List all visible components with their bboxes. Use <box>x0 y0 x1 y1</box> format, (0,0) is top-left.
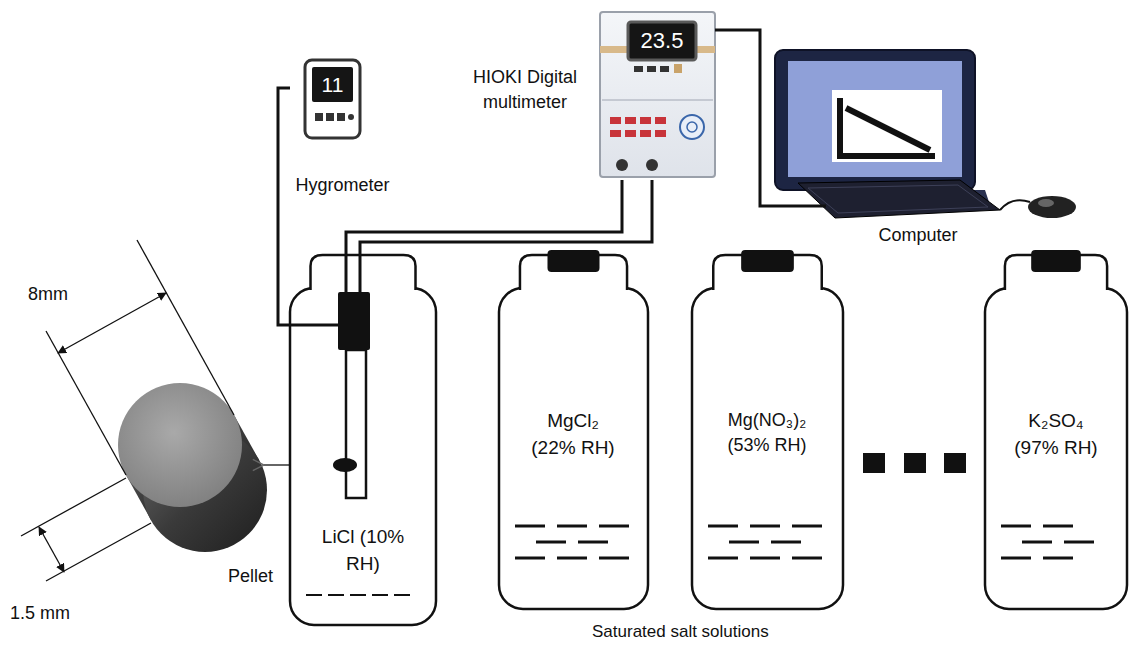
solution-surface <box>599 525 629 528</box>
solution-surface <box>1022 541 1052 544</box>
solution-surface <box>792 525 822 528</box>
solution-surface <box>557 525 587 528</box>
solution-surface <box>1001 525 1031 528</box>
solution-surface <box>394 594 410 596</box>
solution-surface <box>708 557 738 560</box>
probe-tube <box>346 350 366 498</box>
dimension-label: 1.5 mm <box>10 603 70 625</box>
solution-surface <box>729 541 759 544</box>
wire <box>288 324 338 327</box>
caption-label: Saturated salt solutions <box>592 622 769 642</box>
part-label: Pellet <box>228 566 273 588</box>
jar-stopper <box>547 250 599 272</box>
signal-wire <box>278 88 290 325</box>
jar-label: K₂SO₄ (97% RH) <box>1001 408 1111 461</box>
signal-wire <box>346 180 652 250</box>
solution-surface <box>328 594 344 596</box>
display-reading: 23.5 <box>628 22 696 60</box>
solution-surface <box>372 594 388 596</box>
solution-surface <box>515 525 545 528</box>
jar-stopper <box>741 250 794 272</box>
solution-surface <box>350 594 366 596</box>
device-label: Hygrometer <box>290 173 395 198</box>
pellet-illustration <box>118 383 267 552</box>
solution-surface <box>792 557 822 560</box>
solution-surface <box>578 541 608 544</box>
solution-surface <box>708 525 738 528</box>
jar-body <box>692 288 843 609</box>
jar-body <box>290 288 436 625</box>
multimeter-node: HIOKI Digital multimeter 23.5 <box>450 10 720 180</box>
salt-jar: K₂SO₄ (97% RH) <box>983 250 1129 612</box>
jar-body <box>985 288 1127 609</box>
wire <box>359 250 362 292</box>
jar-body <box>499 288 648 609</box>
salt-jar: Mg(NO₃)₂ (53% RH) <box>690 250 845 612</box>
multimeter-device <box>600 12 720 177</box>
device-label: Computer <box>863 223 973 248</box>
jar-stopper <box>1031 250 1081 272</box>
solution-surface <box>750 557 780 560</box>
solution-surface <box>1001 557 1031 560</box>
computer-illustration <box>775 50 1076 218</box>
wire <box>345 250 348 292</box>
solution-surface <box>536 541 566 544</box>
device-label: HIOKI Digital multimeter <box>450 65 600 115</box>
salt-jar: LiCl (10% RH) <box>288 250 438 628</box>
pellet-sample <box>333 458 357 472</box>
dimension-label: 8mm <box>28 284 68 306</box>
probe-head <box>338 292 370 350</box>
jar-label: MgCl₂ (22% RH) <box>518 408 628 461</box>
solution-surface <box>306 594 322 596</box>
jar-label: Mg(NO₃)₂ (53% RH) <box>707 408 827 458</box>
signal-wire <box>720 30 775 206</box>
dimension-lines <box>21 240 234 581</box>
solution-surface <box>1064 541 1094 544</box>
solution-surface <box>557 557 587 560</box>
computer-node: Computer <box>775 50 1085 250</box>
hygrometer-node: 11Hygrometer <box>290 55 395 200</box>
display-reading: 11 <box>312 67 353 102</box>
hygrometer-device <box>305 60 360 138</box>
jar-neck <box>311 255 416 290</box>
solution-surface <box>515 557 545 560</box>
solution-surface <box>1043 557 1073 560</box>
solution-surface <box>1043 525 1073 528</box>
solution-surface <box>750 525 780 528</box>
jar-label: LiCl (10% RH) <box>313 524 413 577</box>
solution-surface <box>599 557 629 560</box>
salt-jar: MgCl₂ (22% RH) <box>497 250 650 612</box>
jar-outline <box>690 250 845 612</box>
ellipsis-squares <box>863 453 966 473</box>
solution-surface <box>771 541 801 544</box>
